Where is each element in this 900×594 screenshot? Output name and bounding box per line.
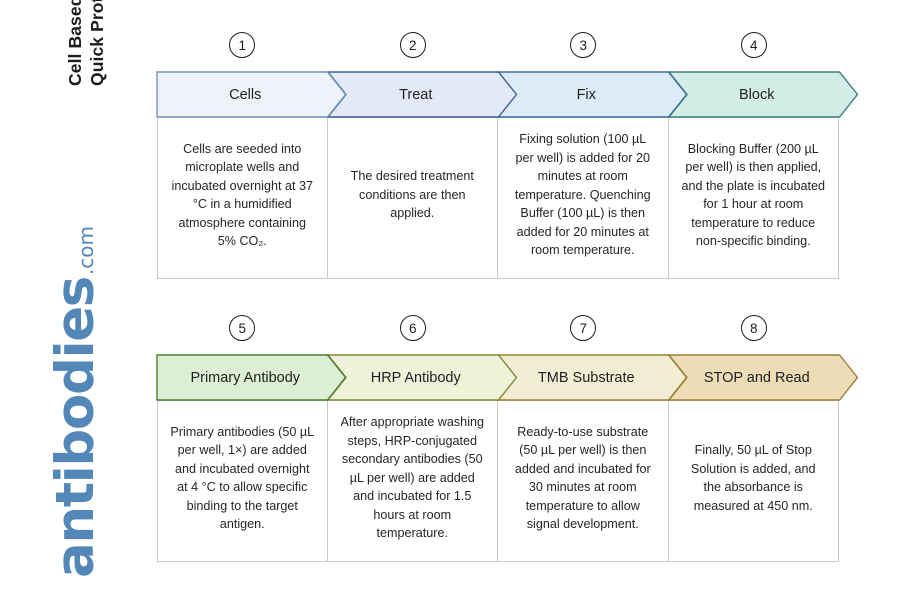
step-body-cell-5: Primary antibodies (50 µL per well, 1×) …: [157, 400, 328, 562]
chevron-shape: [156, 71, 347, 118]
step-body-track-1: Cells are seeded into microplate wells a…: [157, 117, 839, 279]
protocol-row-1: 1 2 3 4 Cells Treat Fix Block Cells are seeded…: [156, 32, 858, 279]
page-title: Cell Based ELISA Kits Quick Protocol: [58, 0, 114, 86]
step-body-text-2: The desired treatment conditions are the…: [350, 169, 474, 221]
step-label-6: HRP Antibody: [370, 369, 461, 386]
step-number-badge-4: 4: [740, 32, 767, 58]
step-number-badge-6: 6: [399, 315, 426, 341]
step-body-text-5: Primary antibodies (50 µL per well, 1×) …: [170, 424, 315, 532]
chevron-track-2: Primary Antibody HRP Antibody TMB Substrat…: [156, 354, 858, 401]
step-chevron-7[interactable]: TMB Substrate: [496, 354, 688, 401]
step-body-text-6: After appropriate washing steps, HRP-con…: [340, 415, 484, 541]
step-body-text-7: Ready-to-use substrate (50 µL per well) …: [514, 424, 651, 532]
step-body-text-1: Cells are seeded into microplate wells a…: [171, 141, 313, 249]
step-chevron-1[interactable]: Cells: [156, 71, 347, 118]
step-label-2: Treat: [399, 86, 433, 103]
step-chevron-6[interactable]: HRP Antibody: [326, 354, 517, 401]
protocol-row-2: 5 6 7 8 Primary Antibody HRP Antibody TMB Sub…: [156, 315, 858, 562]
step-body-cell-2: The desired treatment conditions are the…: [327, 117, 498, 279]
step-number-badge-5: 5: [229, 315, 256, 341]
step-body-cell-4: Blocking Buffer (200 µL per well) is the…: [668, 117, 839, 279]
chevron-track-1: Cells Treat Fix Block: [156, 71, 858, 118]
page-title-text: Cell Based ELISA Kits Quick Protocol: [64, 0, 107, 86]
step-body-text-4: Blocking Buffer (200 µL per well) is the…: [681, 141, 826, 249]
step-body-text-8: Finally, 50 µL of Stop Solution is added…: [690, 443, 816, 513]
step-number-track-2: 5 6 7 8: [157, 315, 839, 351]
brand-logo-word: antibodies: [45, 277, 106, 578]
step-chevron-8[interactable]: STOP and Read: [667, 354, 858, 401]
step-number-badge-2: 2: [399, 32, 426, 58]
step-body-cell-7: Ready-to-use substrate (50 µL per well) …: [498, 400, 669, 562]
step-label-4: Block: [739, 86, 775, 103]
step-label-1: Cells: [229, 86, 262, 103]
step-body-text-3: Fixing solution (100 µL per well) is add…: [514, 132, 651, 258]
step-label-8: STOP and Read: [703, 369, 810, 386]
step-chevron-2[interactable]: Treat: [326, 71, 517, 118]
step-body-cell-1: Cells are seeded into microplate wells a…: [157, 117, 328, 279]
brand-logo: antibodies .com: [45, 226, 115, 578]
step-number-badge-3: 3: [570, 32, 597, 58]
step-body-cell-3: Fixing solution (100 µL per well) is add…: [498, 117, 669, 279]
brand-logo-suffix: .com: [74, 225, 98, 276]
step-label-3: Fix: [576, 86, 596, 103]
step-number-badge-7: 7: [570, 315, 597, 341]
step-chevron-5[interactable]: Primary Antibody: [156, 354, 347, 401]
step-number-track-1: 1 2 3 4: [157, 32, 839, 68]
step-label-7: TMB Substrate: [537, 369, 635, 386]
step-body-cell-6: After appropriate washing steps, HRP-con…: [327, 400, 498, 562]
step-number-badge-8: 8: [740, 315, 767, 341]
step-label-5: Primary Antibody: [190, 369, 301, 386]
chevron-shape: [156, 354, 347, 401]
step-body-track-2: Primary antibodies (50 µL per well, 1×) …: [157, 400, 839, 562]
step-chevron-3[interactable]: Fix: [496, 71, 688, 118]
step-body-cell-8: Finally, 50 µL of Stop Solution is added…: [668, 400, 839, 562]
step-number-badge-1: 1: [229, 32, 256, 58]
step-chevron-4[interactable]: Block: [667, 71, 858, 118]
